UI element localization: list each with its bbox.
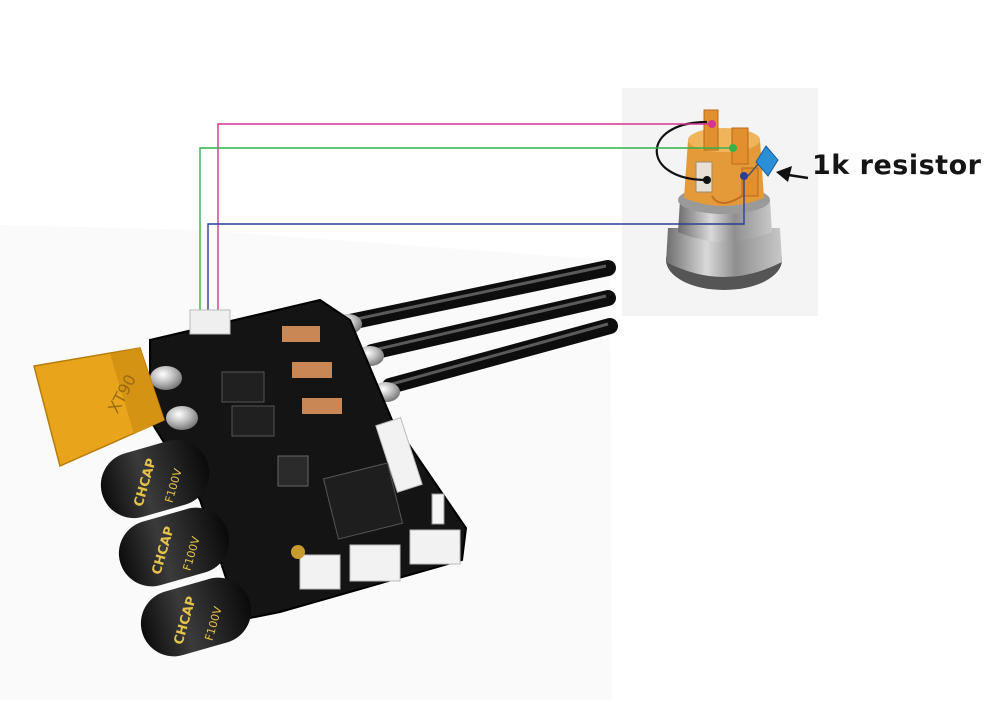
signal-connector: [189, 309, 231, 335]
loop-wire-endpoint: [703, 176, 711, 184]
capacitor-2: CHCAP F100V: [118, 507, 230, 587]
cable-3: [382, 318, 618, 394]
mosfet-1: [221, 371, 265, 403]
cable-2: [364, 290, 616, 360]
blue-wire: [207, 176, 745, 312]
arrow-head-icon: [776, 166, 792, 182]
green-wire-endpoint: [729, 144, 737, 152]
resistor-arrow: [776, 166, 809, 182]
bottom-connector-1: [299, 554, 341, 590]
capacitor-3-body: [140, 577, 252, 657]
mosfet-2: [231, 405, 275, 437]
xt90-connector: XT90: [33, 347, 165, 468]
power-pad-negative: [166, 406, 198, 430]
microcontroller-chip: [322, 462, 404, 540]
inductor: [277, 455, 309, 487]
capacitor-1: CHCAP F100V: [100, 439, 210, 519]
switch-terminal-white: [695, 161, 713, 193]
cable-1-highlight: [351, 264, 607, 322]
capacitors: CHCAP F100V CHCAP F100V CHCAP F100V: [100, 439, 252, 657]
shunt-2: [292, 362, 332, 378]
signal-wires: [199, 123, 745, 312]
capacitor-2-body: [118, 507, 230, 587]
pink-wire-endpoint: [708, 120, 716, 128]
cable-3-highlight: [391, 322, 609, 386]
side-connector: [375, 417, 423, 493]
pink-wire: [217, 123, 712, 312]
cable-2-highlight: [373, 294, 607, 352]
xt90-side: [110, 348, 164, 434]
mounting-hole: [291, 545, 305, 559]
switch-terminal-top: [703, 109, 719, 151]
bottom-connector-3: [409, 529, 461, 565]
slide-switch: [431, 493, 445, 525]
resistor-body: [755, 145, 779, 177]
motor-cables: [334, 260, 618, 402]
capacitor-1-body: [100, 439, 210, 519]
switch-solder-link: [711, 195, 743, 204]
blue-wire-endpoint: [740, 172, 748, 180]
power-pad-positive: [150, 366, 182, 390]
resistor: [747, 145, 779, 177]
shunt-3: [302, 398, 342, 414]
green-wire: [199, 147, 733, 312]
switch-nut: [666, 228, 782, 277]
bottom-connector-2: [349, 544, 401, 582]
shunt-1: [282, 326, 320, 342]
resistor-label: 1k resistor: [812, 150, 982, 181]
capacitor-3: CHCAP F100V: [140, 577, 252, 657]
cable-1: [342, 260, 616, 330]
